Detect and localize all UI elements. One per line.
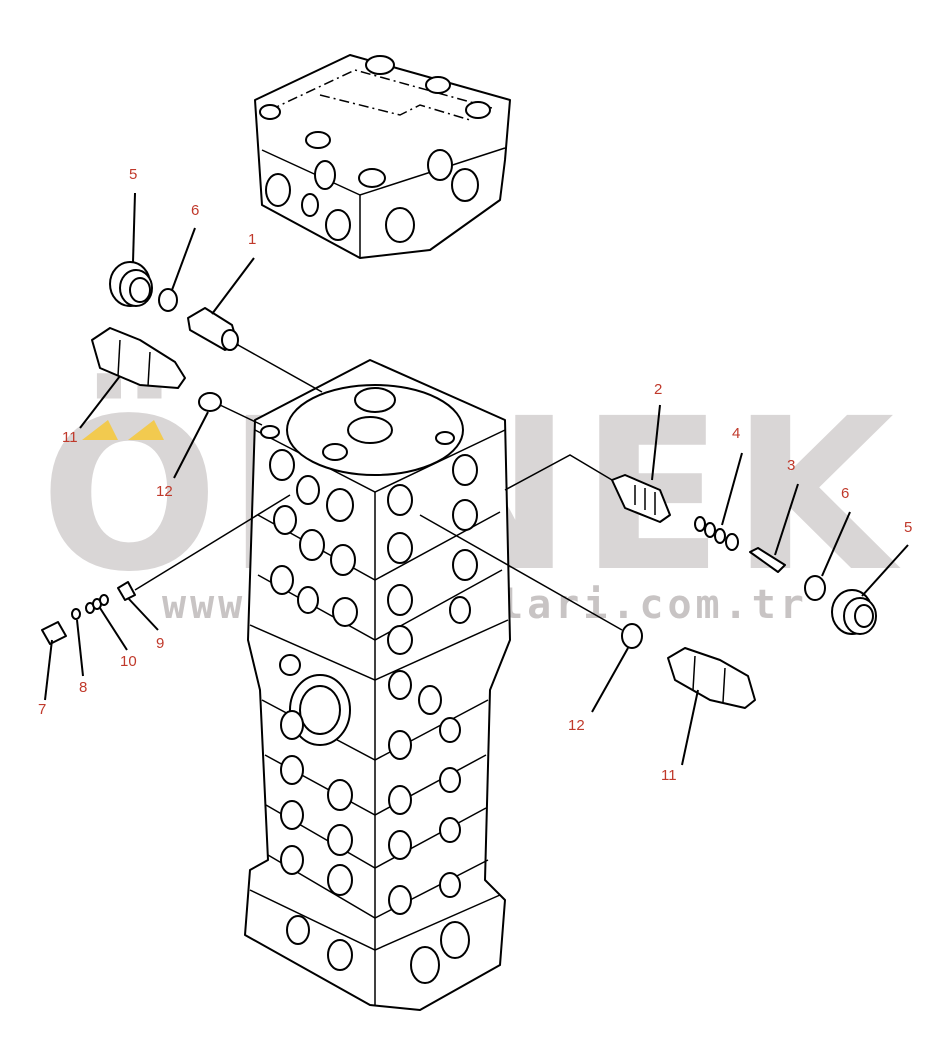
callout-2: 2	[654, 381, 662, 398]
callout-5-right: 5	[904, 519, 912, 536]
top-end-cap	[254, 54, 511, 259]
part-spring-4	[694, 516, 739, 551]
part-relief-valve-11-right	[667, 647, 756, 709]
part-spool-9	[117, 494, 291, 601]
part-valve-1	[187, 307, 323, 393]
callout-12-right: 12	[568, 717, 585, 734]
callout-10: 10	[120, 653, 137, 670]
part-pin-3	[749, 547, 786, 573]
callout-8: 8	[79, 679, 87, 696]
callout-4: 4	[732, 425, 740, 442]
part-oring-12-left	[198, 392, 222, 412]
callout-3: 3	[787, 457, 795, 474]
watermark-accent-left	[82, 420, 118, 440]
callouts: 5 6 1 11 12 2 4 3 6 5 7 8 10 9 12 11	[38, 166, 912, 784]
part-oring-6-right	[804, 575, 826, 601]
part-plug-7	[41, 621, 67, 645]
callout-1: 1	[248, 231, 256, 248]
part-oring-12-right	[621, 623, 643, 649]
main-valve-stack	[244, 359, 511, 1011]
part-plug-5-right	[831, 589, 877, 635]
part-valve-2	[504, 454, 671, 523]
callout-7: 7	[38, 701, 46, 718]
callout-11-right: 11	[661, 767, 677, 784]
callout-6-left: 6	[191, 202, 199, 219]
port-holes	[269, 449, 358, 971]
leader-lines	[44, 192, 909, 766]
part-ring-8	[71, 608, 81, 620]
part-relief-valve-11-left	[91, 327, 186, 389]
callout-12-left: 12	[156, 483, 173, 500]
callout-9: 9	[156, 635, 164, 652]
callout-11-left: 11	[62, 429, 78, 446]
part-plug-5-left	[109, 261, 153, 307]
callout-5-left: 5	[129, 166, 137, 183]
part-spring-10	[85, 594, 109, 614]
watermark-accent-right	[128, 420, 164, 440]
callout-6-right: 6	[841, 485, 849, 502]
port-holes-right	[387, 454, 478, 984]
part-oring-6-left	[158, 288, 178, 312]
